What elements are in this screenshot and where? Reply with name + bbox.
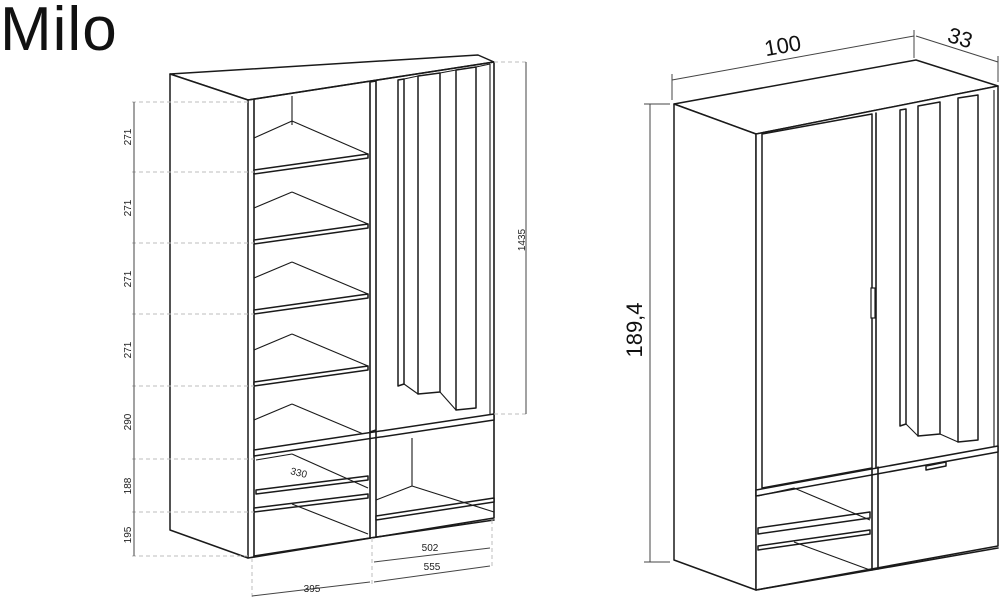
dim-label-width-right-inner: 502: [422, 543, 439, 554]
dim-label-shelf-6: 188: [123, 477, 134, 494]
drawer-handle: [925, 461, 947, 471]
dim-label-shelf-4: 271: [123, 341, 134, 358]
left-shelves: [253, 120, 369, 437]
left-lower-module: [253, 413, 495, 557]
dim-label-width: 100: [762, 30, 803, 61]
dim-label-height: 189,4: [622, 302, 647, 357]
left-slats: [397, 63, 491, 414]
dim-label-shelf-1: 271: [123, 128, 134, 145]
dim-label-shelf-3: 271: [123, 270, 134, 287]
dim-label-width-left: 395: [304, 584, 321, 595]
dim-label-depth-total: 33: [945, 22, 976, 53]
dim-label-depth: 330: [289, 466, 308, 481]
right-cabinet-closed: [673, 59, 999, 591]
dim-label-width-right: 555: [424, 562, 441, 573]
dim-label-shelf-7: 195: [123, 526, 134, 543]
right-dimension-lines: [644, 30, 999, 563]
left-side-panel: [169, 73, 249, 559]
right-door-left: [761, 113, 873, 489]
left-cabinet-open: [169, 54, 495, 559]
right-side-panel: [673, 103, 757, 591]
left-center-divider: [369, 80, 377, 433]
dim-label-height-right: 1435: [517, 228, 528, 251]
door-handle: [870, 287, 876, 319]
product-title: Milo: [0, 0, 118, 64]
dim-label-shelf-2: 271: [123, 199, 134, 216]
dim-label-shelf-5: 290: [123, 413, 134, 430]
left-dimension-lines: [132, 61, 528, 600]
right-slats: [899, 90, 995, 448]
